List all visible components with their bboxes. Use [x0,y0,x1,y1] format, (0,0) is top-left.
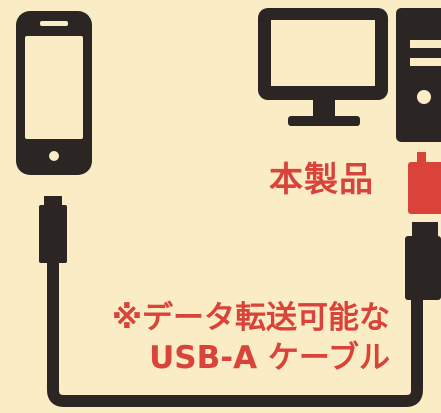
product-adapter-icon [408,152,441,214]
cable-label: ※データ転送可能な USB-A ケーブル [60,298,390,378]
monitor-icon [258,8,388,126]
cable-label-line1: ※データ転送可能な [111,300,390,336]
product-label: 本製品 [269,160,374,200]
smartphone-icon [16,11,92,175]
usb-cable-icon [39,196,441,407]
cable-label-line2: USB-A ケーブル [149,340,390,376]
desktop-tower-icon [396,8,441,142]
